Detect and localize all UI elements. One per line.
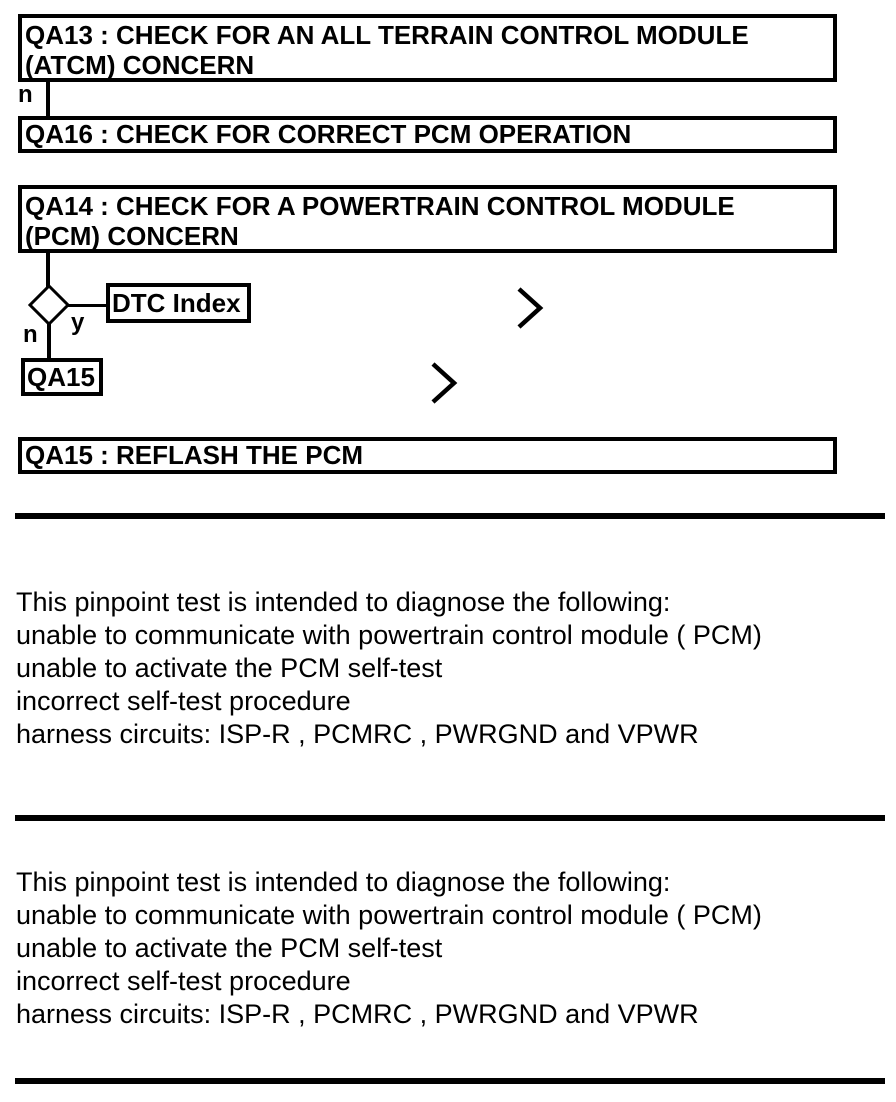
pinpoint-test-description-2: This pinpoint test is intended to diagno… [16, 866, 886, 1031]
chevron-right-icon[interactable] [516, 286, 544, 330]
dtc-index-link-label: DTC Index [112, 288, 241, 318]
qa15-link[interactable]: QA15 [21, 358, 103, 396]
flow-box-qa15: QA15 : REFLASH THE PCM [18, 437, 837, 474]
connector-decision-qa15 [47, 322, 51, 359]
connector-qa13-qa16 [46, 82, 50, 117]
flow-box-qa13: QA13 : CHECK FOR AN ALL TERRAIN CONTROL … [18, 14, 837, 82]
description-line: incorrect self-test procedure [16, 966, 351, 996]
description-line: unable to activate the PCM self-test [16, 653, 443, 683]
description-line: harness circuits: ISP-R , PCMRC , PWRGND… [16, 719, 699, 749]
description-line: This pinpoint test is intended to diagno… [16, 867, 671, 897]
flow-box-qa14-line2: (PCM) CONCERN [25, 221, 239, 251]
description-line: incorrect self-test procedure [16, 686, 351, 716]
description-line: unable to activate the PCM self-test [16, 933, 443, 963]
description-line: unable to communicate with powertrain co… [16, 620, 762, 650]
pinpoint-test-description-1: This pinpoint test is intended to diagno… [16, 586, 886, 751]
section-divider [15, 513, 885, 519]
flow-box-qa14-line1: QA14 : CHECK FOR A POWERTRAIN CONTROL MO… [25, 191, 735, 221]
qa15-link-label: QA15 [27, 362, 95, 392]
flow-box-qa14: QA14 : CHECK FOR A POWERTRAIN CONTROL MO… [18, 185, 837, 253]
connector-qa14-decision [46, 253, 50, 287]
decision-yes-label: y [71, 309, 85, 336]
flow-box-qa16-label: QA16 : CHECK FOR CORRECT PCM OPERATION [25, 119, 632, 149]
description-line: unable to communicate with powertrain co… [16, 900, 762, 930]
section-divider [15, 815, 885, 821]
flow-box-qa13-line2: (ATCM) CONCERN [25, 50, 255, 80]
dtc-index-link[interactable]: DTC Index [106, 283, 251, 323]
decision-no-label: n [23, 321, 38, 348]
decision-diamond-icon [28, 284, 70, 326]
connector-decision-dtc [66, 304, 106, 307]
section-divider [15, 1078, 885, 1084]
description-line: harness circuits: ISP-R , PCMRC , PWRGND… [16, 999, 699, 1029]
flow-box-qa15-label: QA15 : REFLASH THE PCM [25, 440, 364, 470]
description-line: This pinpoint test is intended to diagno… [16, 587, 671, 617]
flow-box-qa13-line1: QA13 : CHECK FOR AN ALL TERRAIN CONTROL … [25, 20, 749, 50]
flow-box-qa16: QA16 : CHECK FOR CORRECT PCM OPERATION [18, 116, 837, 153]
branch-no-label: n [18, 81, 33, 108]
chevron-right-icon[interactable] [430, 361, 458, 405]
